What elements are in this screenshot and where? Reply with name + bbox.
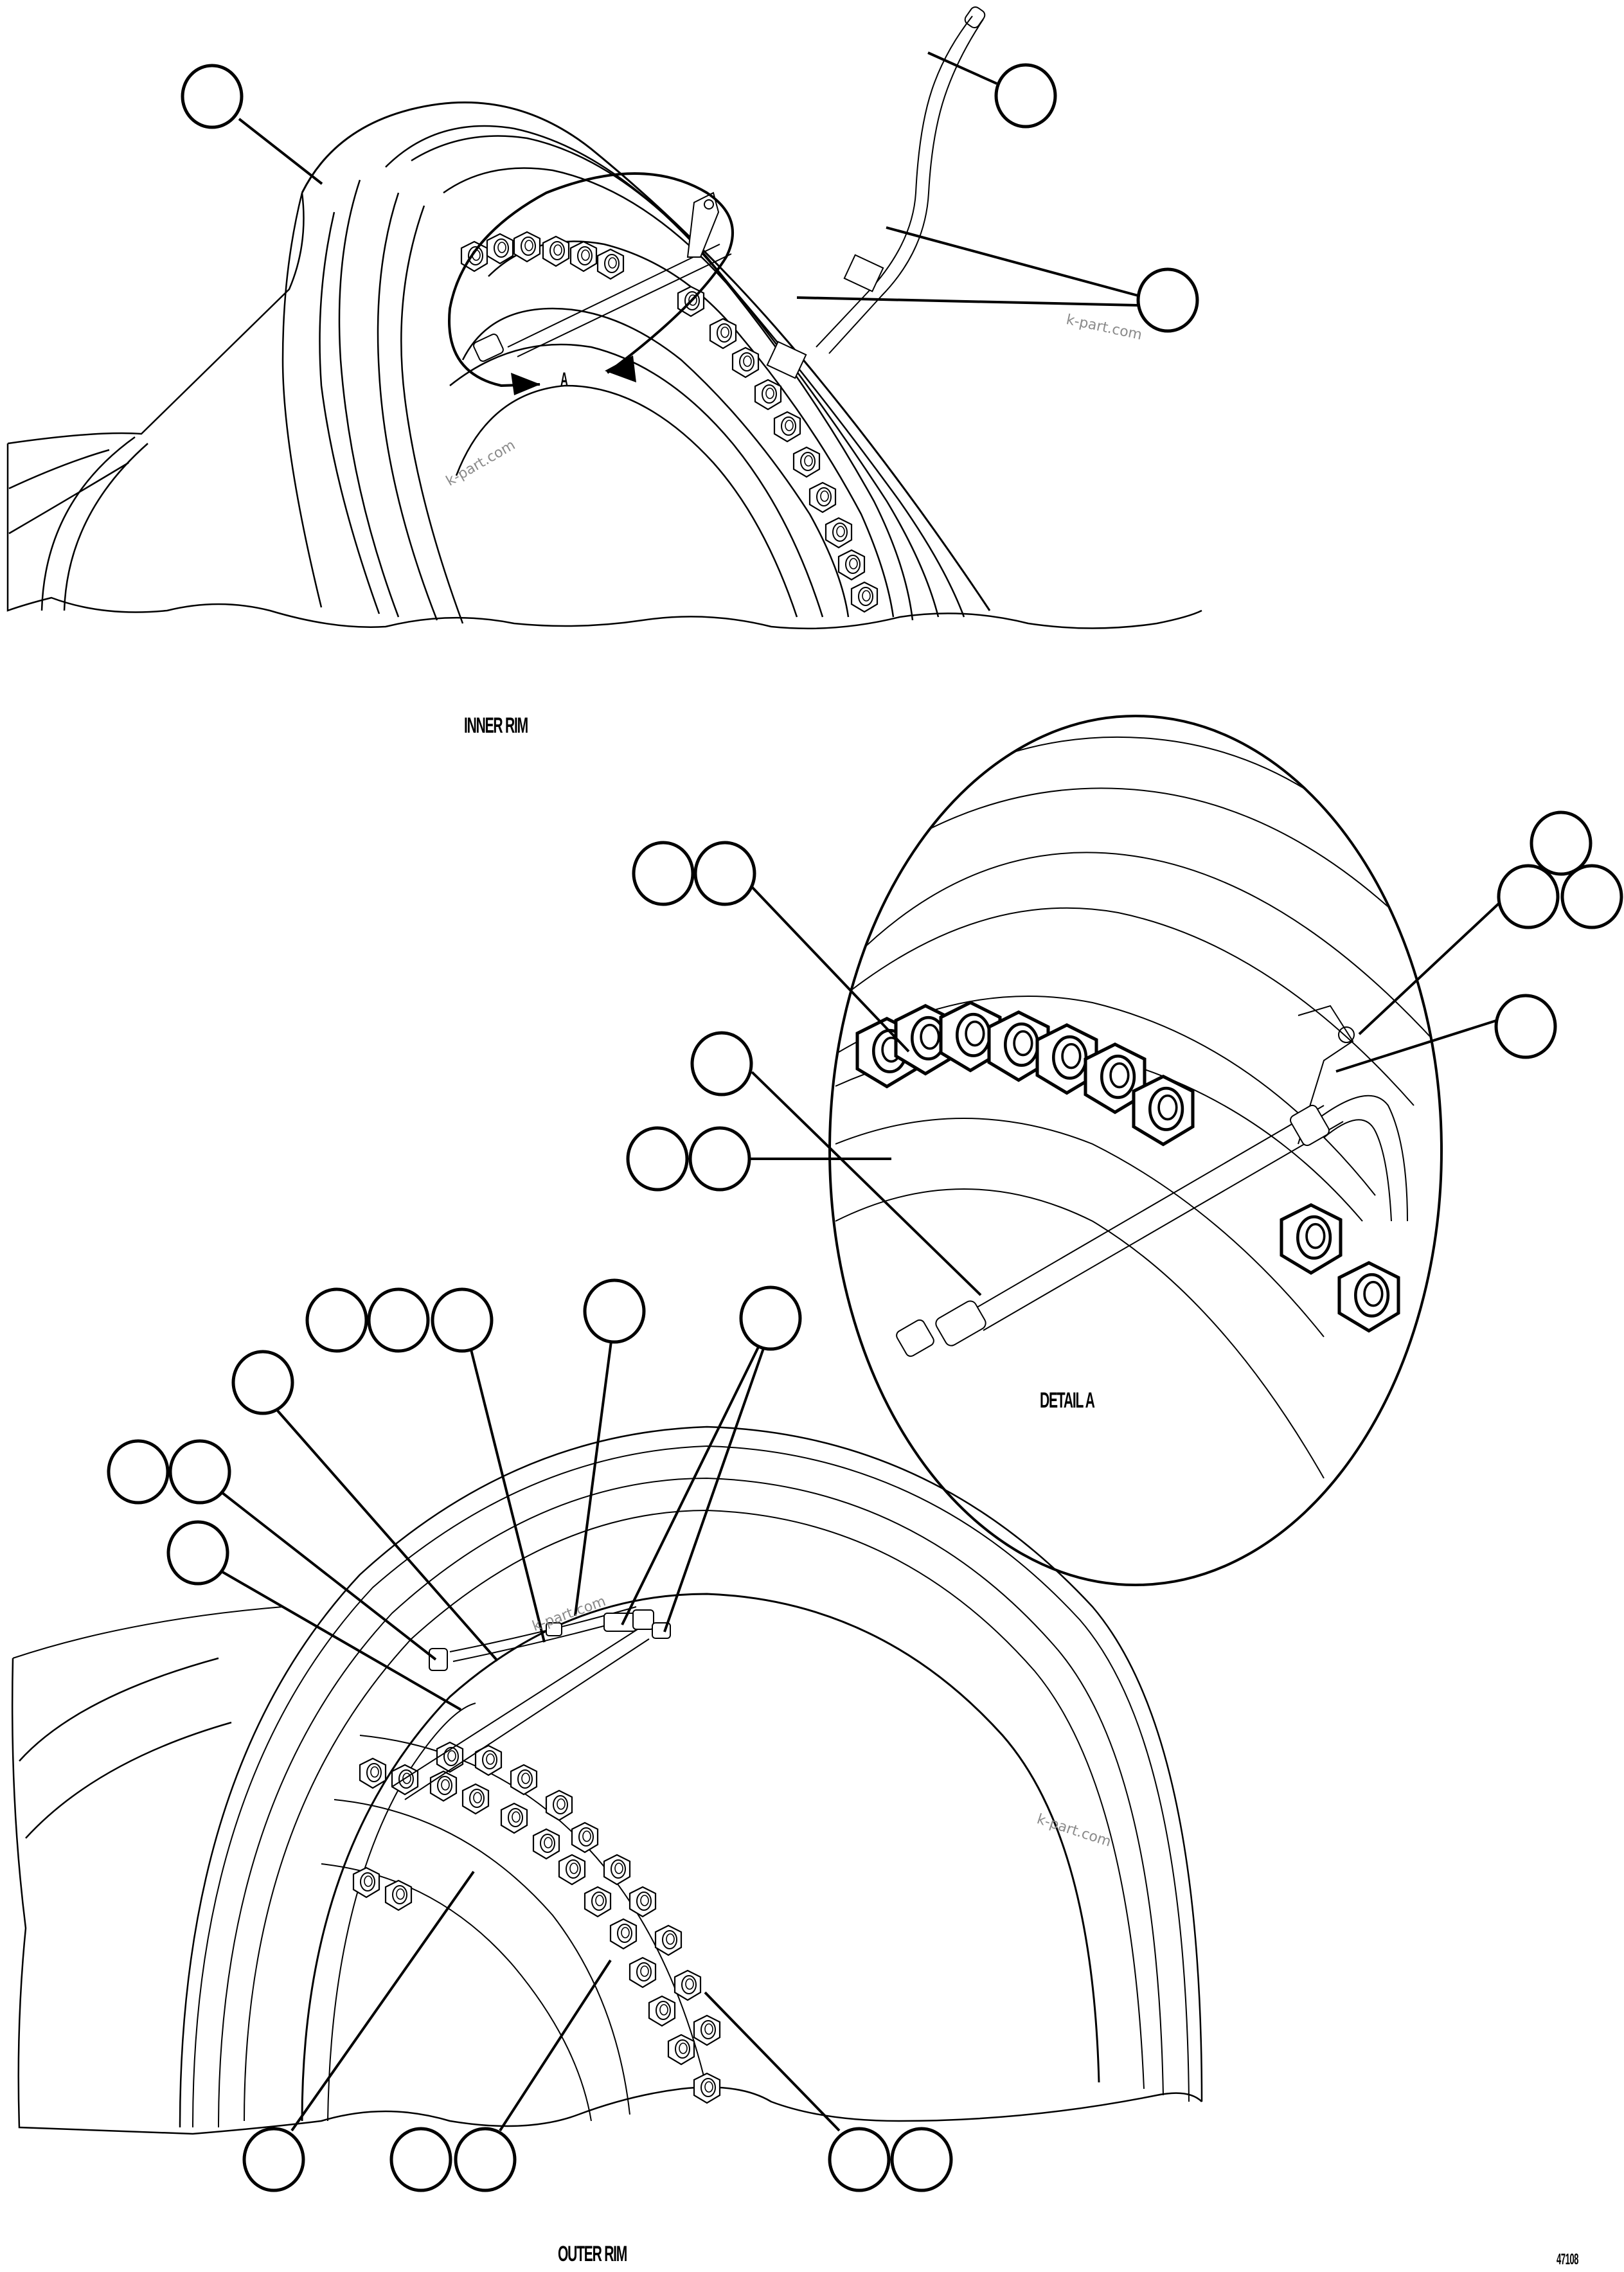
callout-leader-line: [621, 1346, 760, 1625]
callout-bubble-detail_a-1: [693, 841, 756, 906]
callout-bubble-outer_rim-13: [828, 2127, 891, 2192]
callout-leader-line: [219, 1570, 462, 1711]
callout-bubble-outer_rim-7: [107, 1439, 170, 1505]
inner-rim-view-label: INNER RIM: [464, 713, 528, 738]
callout-leader-line: [499, 1959, 612, 2132]
callout-bubble-outer_rim-14: [890, 2127, 953, 2192]
detail-a-view-label: DETAIL A: [1040, 1388, 1095, 1413]
callout-bubble-inner_rim-0: [181, 64, 244, 129]
callout-bubble-detail_a-6: [1497, 864, 1560, 929]
callout-leader-line: [927, 51, 997, 85]
inner-rim-view: [6, 6, 1202, 630]
outer-rim-bolt-ring: [352, 1741, 721, 2104]
callout-bubble-detail_a-5: [1530, 810, 1593, 876]
callout-bubble-detail_a-7: [1560, 864, 1623, 929]
detail-a-bolts: [857, 1003, 1398, 1331]
callout-bubble-inner_rim-1: [994, 63, 1057, 129]
callout-leader-line: [751, 886, 910, 1053]
callout-bubble-outer_rim-10: [242, 2127, 305, 2192]
callout-bubble-outer_rim-8: [168, 1439, 231, 1505]
callout-bubble-outer_rim-0: [305, 1287, 368, 1353]
callout-bubble-outer_rim-4: [739, 1285, 802, 1351]
callout-bubble-detail_a-2: [690, 1031, 753, 1096]
callout-bubble-detail_a-0: [632, 841, 695, 906]
callout-bubble-detail_a-8: [1494, 994, 1557, 1059]
callout-leader-line: [238, 118, 323, 185]
callout-leader-line: [276, 1409, 499, 1662]
figure-number: 47108: [1557, 2251, 1579, 2268]
callout-bubble-outer_rim-9: [166, 1520, 229, 1586]
callout-bubble-outer_rim-1: [367, 1287, 430, 1353]
callout-leader-line: [290, 1870, 475, 2132]
callout-leader-line: [1335, 1019, 1497, 1073]
callout-layer: [107, 51, 1623, 2192]
callout-leader-line: [574, 1341, 612, 1616]
callout-leader-line: [470, 1349, 546, 1643]
callout-leader-line: [796, 296, 1139, 307]
callout-bubble-inner_rim-2: [1136, 267, 1199, 333]
outer-rim-view: [11, 1426, 1203, 2135]
callout-bubble-detail_a-4: [688, 1126, 751, 1192]
callout-leader-line: [220, 1491, 437, 1661]
callout-leader-line: [663, 1348, 765, 1632]
callout-bubble-outer_rim-3: [583, 1278, 646, 1344]
callout-bubble-outer_rim-11: [389, 2127, 452, 2192]
callout-bubble-outer_rim-2: [431, 1287, 494, 1353]
callout-leader-line: [1358, 902, 1501, 1035]
callout-leader-line: [886, 226, 1139, 297]
detail-a-reference-letter: A: [560, 369, 568, 390]
callout-leader-line: [751, 1071, 982, 1296]
outer-rim-view-label: OUTER RIM: [558, 2242, 627, 2266]
callout-bubble-detail_a-3: [626, 1126, 689, 1192]
callout-bubble-outer_rim-12: [454, 2127, 517, 2192]
callout-bubble-outer_rim-6: [231, 1350, 294, 1415]
detail-a-view: [828, 715, 1443, 1586]
callout-leader-line: [704, 1991, 841, 2132]
